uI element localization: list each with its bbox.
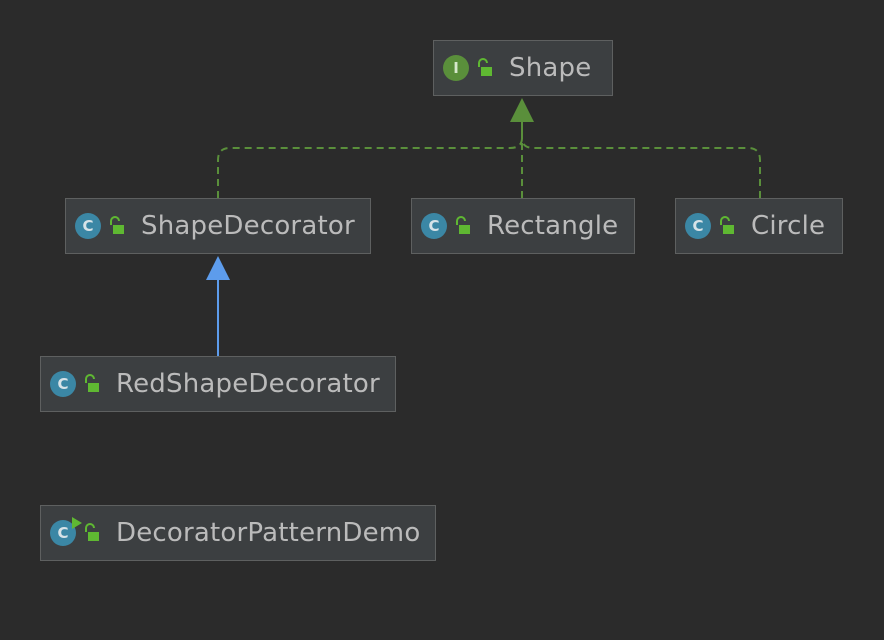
node-label: ShapeDecorator: [141, 211, 355, 241]
node-label: RedShapeDecorator: [116, 369, 380, 399]
node-label: Shape: [509, 53, 592, 83]
class-icon: C: [75, 213, 101, 239]
class-icon: C: [685, 213, 711, 239]
unlocked-padlock-icon: [720, 216, 734, 234]
runnable-class-icon: C: [50, 517, 82, 546]
node-red-shape-decorator[interactable]: C RedShapeDecorator: [40, 356, 396, 412]
node-label: Rectangle: [487, 211, 619, 241]
node-circle[interactable]: C Circle: [675, 198, 843, 254]
node-label: Circle: [751, 211, 826, 241]
unlocked-padlock-icon: [456, 216, 470, 234]
unlocked-padlock-icon: [478, 58, 492, 76]
node-rectangle[interactable]: C Rectangle: [411, 198, 635, 254]
interface-icon: I: [443, 55, 469, 81]
node-label: DecoratorPatternDemo: [116, 518, 421, 548]
node-decorator-pattern-demo[interactable]: C DecoratorPatternDemo: [40, 505, 436, 561]
extends-arrowhead: [206, 256, 230, 280]
edge-shapedecorator-implements-shape: [217, 120, 523, 198]
unlocked-padlock-icon: [110, 216, 124, 234]
class-icon: C: [421, 213, 447, 239]
class-icon-letter: C: [57, 524, 69, 542]
unlocked-padlock-icon: [85, 374, 99, 392]
unlocked-padlock-icon: [85, 523, 99, 541]
node-shape[interactable]: I Shape: [433, 40, 613, 96]
class-icon: C: [50, 371, 76, 397]
run-indicator-icon: [72, 517, 82, 529]
node-shape-decorator[interactable]: C ShapeDecorator: [65, 198, 371, 254]
implements-arrowhead: [510, 98, 534, 122]
edge-circle-implements-shape: [521, 120, 761, 198]
